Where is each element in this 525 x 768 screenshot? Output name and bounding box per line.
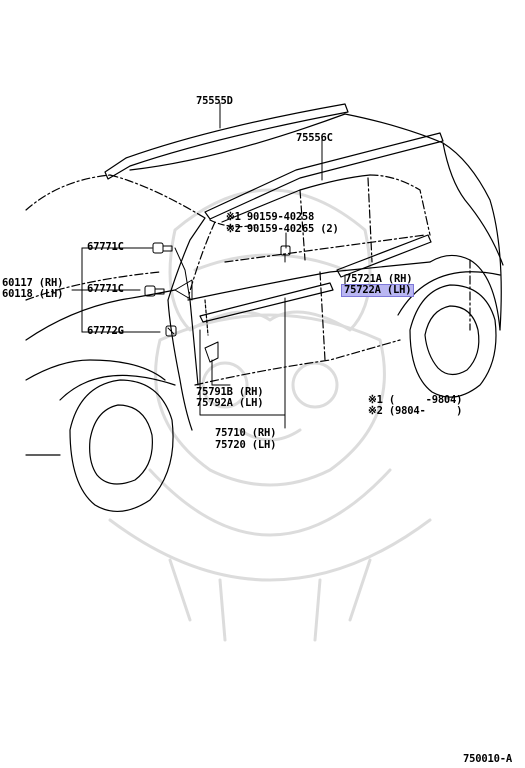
legend-note-1: ※1 ( -9804) (368, 394, 463, 406)
clip-icon (152, 242, 173, 254)
part-label-67772g: 67772G (87, 325, 124, 337)
screw-note-2: ※2 90159-40265 (2) (226, 223, 339, 235)
roof-drip-moldings (104, 103, 444, 228)
samurai-mask-watermark-icon (108, 188, 432, 642)
part-label-67771c-upper: 67771C (87, 241, 124, 253)
part-label-60118: 60118 (LH) (2, 288, 64, 300)
door-belt-moldings (199, 234, 432, 336)
clip-icon (165, 325, 177, 337)
front-wheel (59, 374, 176, 512)
part-label-75722a-highlighted[interactable]: 75722A (LH) (340, 284, 415, 297)
part-label-75791b: 75791B (RH) (196, 386, 264, 398)
part-label-67771c-lower: 67771C (87, 283, 124, 295)
clip-icon (144, 242, 177, 337)
part-label-75720: 75720 (LH) (215, 439, 277, 451)
rear-wheel (397, 271, 501, 398)
part-label-75721a: 75721A (RH) (345, 273, 413, 285)
part-label-75556c: 75556C (296, 132, 333, 144)
clip-icon (144, 285, 165, 297)
part-label-75555d: 75555D (196, 95, 233, 107)
part-label-75792a: 75792A (LH) (196, 397, 264, 409)
molding-end-cap (204, 341, 219, 363)
screw-icon (280, 245, 291, 263)
diagram-id: 750010-A (463, 753, 512, 765)
mirror-bracket (174, 279, 193, 301)
screw-note-1: ※1 90159-40258 (226, 211, 315, 223)
legend-note-2: ※2 (9804- ) (368, 405, 463, 417)
part-label-75710: 75710 (RH) (215, 427, 277, 439)
part-label-60117: 60117 (RH) (2, 277, 64, 289)
